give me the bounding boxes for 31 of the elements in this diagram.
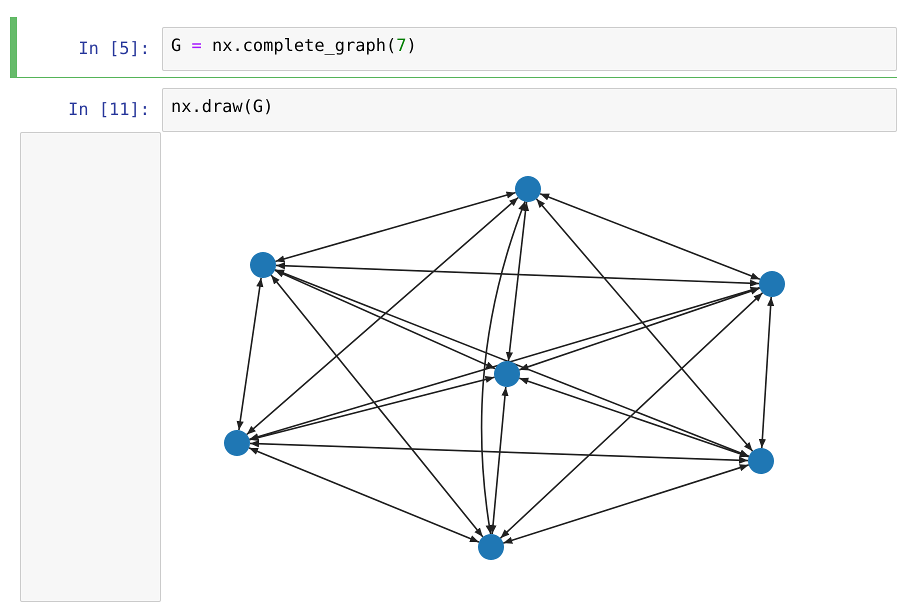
graph-node bbox=[478, 534, 504, 560]
arrow bbox=[276, 262, 760, 287]
arrow bbox=[480, 201, 526, 534]
graph-node bbox=[224, 430, 250, 456]
graph-node bbox=[759, 271, 785, 297]
graph-node bbox=[250, 252, 276, 278]
arrow bbox=[236, 278, 264, 430]
arrow bbox=[519, 287, 760, 371]
arrow bbox=[249, 286, 760, 440]
graph-node bbox=[748, 448, 774, 474]
arrow bbox=[506, 202, 530, 362]
arrow bbox=[758, 296, 774, 448]
input-prompt: In [5]: bbox=[77, 39, 150, 59]
arrow bbox=[275, 192, 516, 262]
arrow bbox=[500, 292, 764, 539]
output-prompt-area bbox=[20, 132, 161, 602]
arrow bbox=[519, 377, 749, 458]
arrow bbox=[540, 192, 760, 280]
arrow bbox=[274, 269, 750, 457]
arrow bbox=[270, 274, 484, 538]
arrow bbox=[250, 440, 748, 464]
arrow bbox=[248, 447, 480, 543]
arrow bbox=[489, 386, 509, 534]
arrow bbox=[246, 196, 519, 436]
arrow bbox=[274, 270, 496, 370]
graph-node bbox=[515, 176, 541, 202]
arrow bbox=[503, 464, 749, 544]
graph-node bbox=[494, 361, 520, 387]
arrow bbox=[536, 198, 754, 452]
arrow bbox=[249, 376, 495, 442]
input-prompt: In [11]: bbox=[67, 100, 150, 120]
